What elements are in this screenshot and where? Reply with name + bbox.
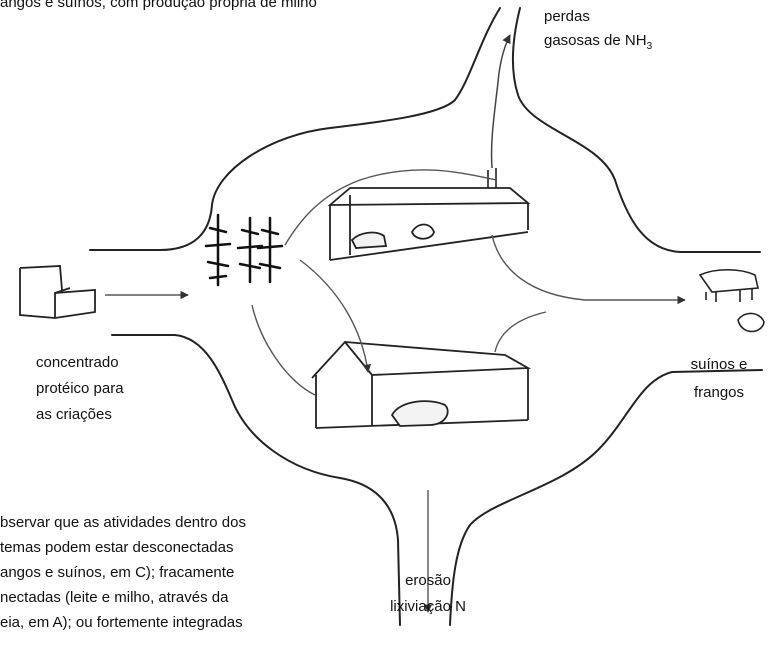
input-label-line2: protéico para xyxy=(36,380,124,397)
input-label-line1: concentrado xyxy=(36,354,119,371)
pig-barn-icon xyxy=(311,340,532,429)
gas-loss-label-line1: perdas xyxy=(544,8,590,25)
nh3-subscript: 3 xyxy=(646,41,653,52)
ammonia-loss-arrow xyxy=(490,34,511,169)
note-line1: bservar que as atividades dentro dos xyxy=(0,514,246,531)
concentrate-bag-icon xyxy=(19,265,96,319)
system-boundary xyxy=(89,7,763,626)
livestock-output-icon xyxy=(698,268,765,333)
output-label-line2: frangos xyxy=(693,384,745,401)
input-label-line3: as criações xyxy=(36,406,112,423)
note-line2: temas podem estar desconectadas xyxy=(0,539,234,556)
poultry-barn-icon xyxy=(327,168,531,261)
note-line4: nectadas (leite e milho, através da xyxy=(0,589,229,606)
bottom-label-line2: lixiviação N xyxy=(390,598,466,615)
flow-arrows xyxy=(105,169,686,613)
corn-icon xyxy=(204,213,284,287)
note-line3: angos e suínos, em C); fracamente xyxy=(0,564,235,581)
note-line5: eia, em A); ou fortemente integradas xyxy=(0,614,243,631)
header-fragment: angos e suínos, com produção própria de … xyxy=(0,0,317,11)
bottom-label-line1: erosão xyxy=(405,572,451,589)
gas-loss-label-line2: gasosas de NH3 xyxy=(544,32,653,52)
output-label-line1: suínos e xyxy=(690,356,748,373)
